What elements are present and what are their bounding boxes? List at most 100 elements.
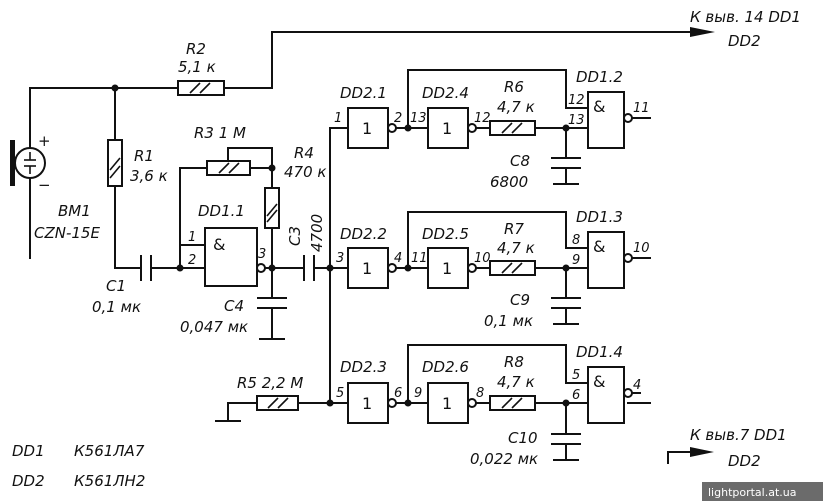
dd12-sym: & — [593, 97, 605, 116]
dd22-pin-out: 4 — [394, 251, 402, 266]
r4-ref: R4 — [294, 144, 314, 162]
gate-dd1-3: & DD1.3 8 9 10 — [572, 208, 650, 289]
resistor-r1: R1 3,6 к — [107, 139, 168, 187]
dd25-ref: DD2.5 — [422, 225, 469, 243]
resistor-r2: R2 5,1 к — [177, 40, 225, 96]
capacitor-c3: C3 4700 — [286, 214, 326, 281]
dd21-ref: DD2.1 — [340, 84, 387, 102]
c3-value: 4700 — [308, 214, 326, 252]
dd24-ref: DD2.4 — [422, 84, 469, 102]
dd14-sym: & — [593, 372, 605, 391]
arrow-ground-icon — [690, 447, 714, 457]
gate-dd2-4: 1 DD2.4 13 12 — [410, 84, 491, 149]
gate-dd2-6: 1 DD2.6 9 8 — [414, 358, 484, 424]
c4-value: 0,047 мк — [180, 318, 248, 336]
capacitor-c10: C10 0,022 мк — [470, 429, 581, 468]
capacitor-c8: C8 6800 — [490, 152, 581, 191]
c8-ref: C8 — [510, 152, 530, 170]
c9-ref: C9 — [510, 291, 530, 309]
gate-dd2-2: 1 DD2.2 3 4 — [336, 225, 402, 289]
dd21-pin-in: 1 — [334, 111, 342, 126]
note-ground-2: DD2 — [728, 452, 761, 470]
r8-ref: R8 — [504, 353, 524, 371]
dd22-ref: DD2.2 — [340, 225, 387, 243]
r8-value: 4,7 к — [497, 373, 535, 391]
c10-value: 0,022 мк — [470, 450, 538, 468]
resistor-r4: R4 470 к — [264, 144, 326, 229]
dd11-sym: & — [213, 235, 225, 254]
note-ground-1: К выв.7 DD1 — [690, 426, 787, 444]
dd12-pin-out: 11 — [633, 101, 650, 116]
r7-ref: R7 — [504, 220, 524, 238]
junctions — [111, 84, 570, 407]
c1-value: 0,1 мк — [92, 298, 141, 316]
dd24-pin-out: 12 — [474, 111, 491, 126]
r1-ref: R1 — [134, 147, 154, 165]
r3-ref: R3 1 М — [194, 124, 246, 142]
legend-dd2-ref: DD2 — [12, 472, 45, 490]
dd25-pin-in: 11 — [411, 251, 428, 266]
dd14-pin-b: 6 — [572, 388, 580, 403]
dd13-ref: DD1.3 — [576, 208, 623, 226]
resistor-r5: R5 2,2 М — [237, 374, 303, 411]
mic-type: CZN-15E — [34, 224, 100, 242]
c1-ref: C1 — [106, 277, 126, 295]
dd14-pin-out: 4 — [633, 378, 641, 393]
gate-dd2-1: 1 DD2.1 1 2 — [334, 84, 402, 149]
r2-ref: R2 — [186, 40, 206, 58]
dd22-sym: 1 — [362, 259, 372, 278]
dd12-pin-a: 12 — [568, 93, 585, 108]
r1-value: 3,6 к — [130, 167, 168, 185]
watermark: lightportal.at.ua — [708, 486, 796, 499]
mic-minus: − — [38, 176, 51, 194]
r2-value: 5,1 к — [178, 58, 216, 76]
dd12-pin-b: 13 — [568, 113, 585, 128]
gate-dd2-5: 1 DD2.5 11 10 — [411, 225, 491, 289]
r6-value: 4,7 к — [497, 98, 535, 116]
note-supply-1: К выв. 14 DD1 — [690, 8, 801, 26]
dd26-pin-in: 9 — [414, 386, 422, 401]
dd23-pin-in: 5 — [336, 386, 344, 401]
note-supply-2: DD2 — [728, 32, 761, 50]
arrow-supply-icon — [690, 27, 715, 37]
r7-value: 4,7 к — [497, 239, 535, 257]
microphone-bm1: + − BM1 CZN-15E — [10, 132, 100, 242]
dd23-sym: 1 — [362, 394, 372, 413]
dd23-ref: DD2.3 — [340, 358, 387, 376]
legend-dd2-type: К561ЛН2 — [74, 472, 145, 490]
dd11-pin-b: 2 — [188, 253, 196, 268]
dd26-pin-out: 8 — [476, 386, 484, 401]
gate-dd1-4: & DD1.4 5 6 4 — [572, 343, 641, 424]
c8-value: 6800 — [490, 173, 528, 191]
legend-dd1-type: К561ЛА7 — [74, 442, 145, 460]
gate-dd1-1: & DD1.1 1 2 3 — [188, 202, 266, 287]
dd11-ref: DD1.1 — [198, 202, 245, 220]
dd26-sym: 1 — [442, 394, 452, 413]
c4-ref: C4 — [224, 297, 244, 315]
resistor-r6: R6 4,7 к — [489, 78, 536, 136]
dd24-pin-in: 13 — [410, 111, 427, 126]
dd13-pin-out: 10 — [633, 241, 650, 256]
c3-ref: C3 — [286, 226, 304, 246]
dd21-sym: 1 — [362, 119, 372, 138]
resistor-r3: R3 1 М — [194, 124, 251, 176]
resistor-r8: R8 4,7 к — [489, 353, 536, 411]
dd26-ref: DD2.6 — [422, 358, 469, 376]
dd11-pin-out: 3 — [258, 247, 266, 262]
dd14-pin-a: 5 — [572, 368, 580, 383]
dd12-ref: DD1.2 — [576, 68, 623, 86]
dd11-pin-a: 1 — [188, 230, 196, 245]
legend-dd1-ref: DD1 — [12, 442, 45, 460]
mic-plus: + — [38, 132, 51, 150]
dd25-pin-out: 10 — [474, 251, 491, 266]
capacitor-c4: C4 0,047 мк — [180, 297, 287, 340]
mic-ref: BM1 — [58, 202, 91, 220]
dd23-pin-out: 6 — [394, 386, 402, 401]
c9-value: 0,1 мк — [484, 312, 533, 330]
resistor-r7: R7 4,7 к — [489, 220, 536, 276]
dd21-pin-out: 2 — [394, 111, 402, 126]
watermark-bg — [702, 482, 823, 501]
capacitor-c1: C1 0,1 мк — [92, 255, 152, 316]
dd22-pin-in: 3 — [336, 251, 344, 266]
